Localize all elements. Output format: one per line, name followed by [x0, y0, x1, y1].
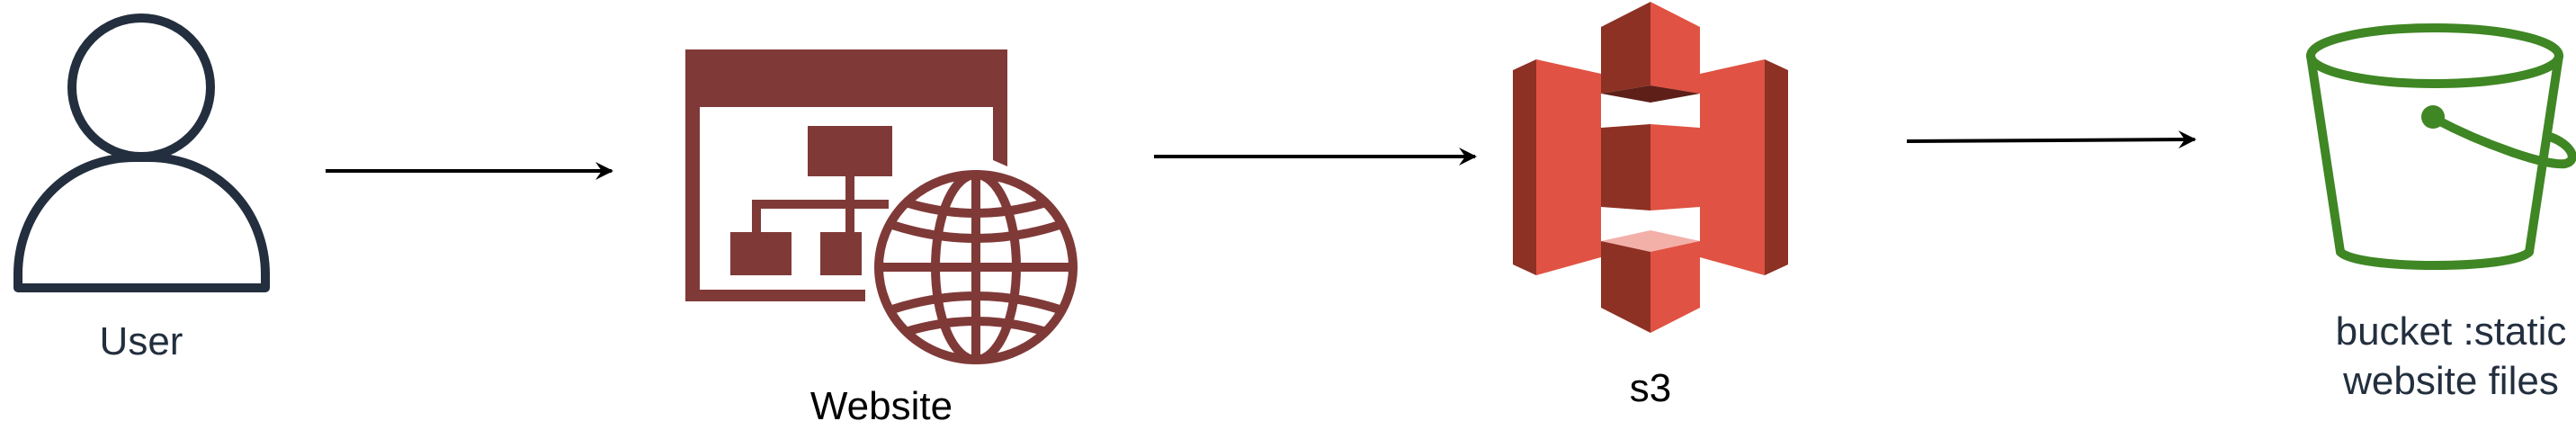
bucket-handle-knob — [2421, 105, 2445, 129]
node-label-bucket-line-1: bucket :static — [2336, 309, 2567, 354]
node-label-user: User — [100, 319, 183, 363]
bucket-icon — [2306, 23, 2576, 270]
aws-s3-icon — [1513, 2, 1788, 333]
node-label-website: Website — [810, 384, 953, 428]
website-globe-icon — [685, 49, 1078, 364]
node-label-s3: s3 — [1630, 366, 1671, 410]
node-label-bucket-line-2: website files — [2342, 359, 2559, 403]
user-icon — [13, 13, 270, 292]
arrow-s3-to-bucket — [1906, 130, 2196, 149]
